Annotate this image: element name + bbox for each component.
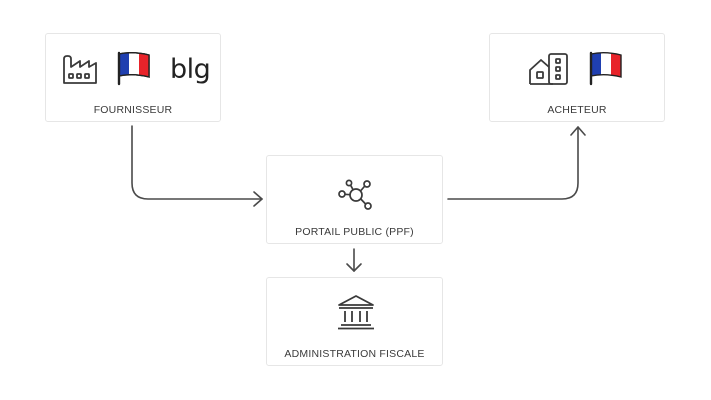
factory-icon: [63, 55, 97, 84]
arrow-supplier-to-portal: [131, 125, 263, 200]
arrow-portal-to-buyer-head: [570, 126, 586, 136]
supplier-label: FOURNISSEUR: [93, 104, 173, 116]
supplier-node: blg FOURNISSEUR: [45, 33, 221, 122]
arrow-supplier-to-portal-head: [253, 191, 263, 207]
french-flag-icon: [117, 51, 150, 86]
buyer-label: ACHETEUR: [547, 104, 607, 116]
bank-building-icon: [338, 295, 374, 330]
network-hub-icon: [338, 179, 372, 210]
portal-label: PORTAIL PUBLIC (PPF): [295, 226, 414, 238]
french-flag-icon: [589, 51, 622, 86]
tax-administration-label: ADMINISTRATION FISCALE: [284, 348, 425, 360]
arrow-portal-to-buyer: [447, 126, 579, 200]
arrow-portal-to-tax-head: [346, 263, 362, 272]
portal-node: PORTAIL PUBLIC (PPF): [266, 155, 443, 244]
supplier-brand-logo: blg: [170, 54, 211, 85]
buildings-icon: [529, 53, 568, 85]
tax-administration-node: ADMINISTRATION FISCALE: [266, 277, 443, 366]
buyer-node: ACHETEUR: [489, 33, 665, 122]
